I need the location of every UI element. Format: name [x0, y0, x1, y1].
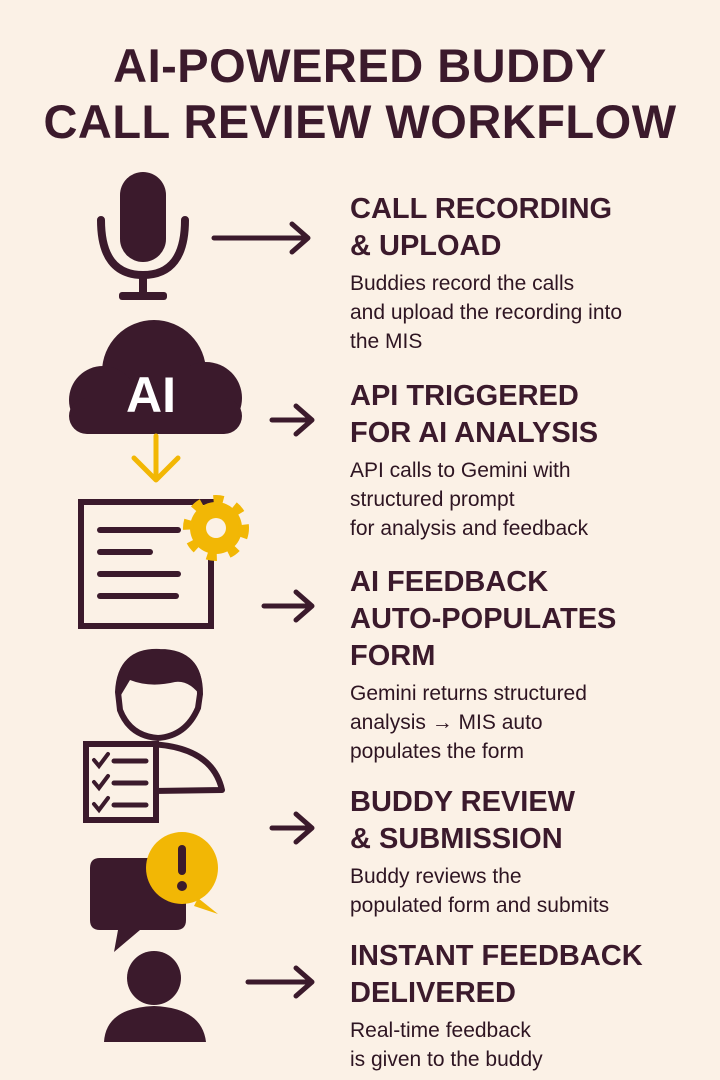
ai-cloud-icon: AI [69, 320, 242, 434]
down-arrow-icon [131, 433, 181, 483]
page-title-line-1: AI-POWERED BUDDY [113, 39, 607, 92]
step-1-description: Buddies record the calls and upload the … [350, 272, 623, 353]
step-5: INSTANT FEEDBACK DELIVERED Real-time fee… [350, 938, 710, 1074]
cloud-ai-label: AI [126, 367, 176, 423]
step-1-arrow-icon [211, 221, 311, 255]
step-3: AI FEEDBACK AUTO-POPULATES FORM Gemini r… [350, 564, 710, 766]
step-4-heading: BUDDY REVIEW & SUBMISSION [350, 786, 576, 855]
step-2-arrow-icon [269, 403, 315, 437]
feedback-alert-icon [90, 832, 218, 1042]
step-5-description: Real-time feedback is given to the buddy [350, 1019, 543, 1071]
step-4-description: Buddy reviews the populated form and sub… [350, 865, 610, 917]
step-4: BUDDY REVIEW & SUBMISSION Buddy reviews … [350, 784, 710, 920]
step-1: CALL RECORDING & UPLOAD Buddies record t… [350, 191, 710, 356]
page-title-line-2: CALL REVIEW WORKFLOW [43, 95, 677, 148]
step-4-arrow-icon [269, 811, 315, 845]
microphone-icon [97, 172, 189, 300]
step-3-heading: AI FEEDBACK AUTO-POPULATES FORM [350, 566, 617, 672]
person-checklist-icon [83, 648, 225, 823]
step-5-heading: INSTANT FEEDBACK DELIVERED [350, 940, 643, 1009]
step-3-description: Gemini returns structured analysis → MIS… [350, 682, 587, 763]
gear-icon [183, 495, 249, 561]
step-2-heading: API TRIGGERED FOR AI ANALYSIS [350, 380, 599, 449]
step-3-arrow-icon [261, 589, 315, 623]
step-5-arrow-icon [245, 965, 315, 999]
step-1-heading: CALL RECORDING & UPLOAD [350, 193, 613, 262]
step-2: API TRIGGERED FOR AI ANALYSIS API calls … [350, 378, 710, 543]
document-gear-icon [78, 495, 249, 629]
step-2-description: API calls to Gemini with structured prom… [350, 459, 589, 540]
